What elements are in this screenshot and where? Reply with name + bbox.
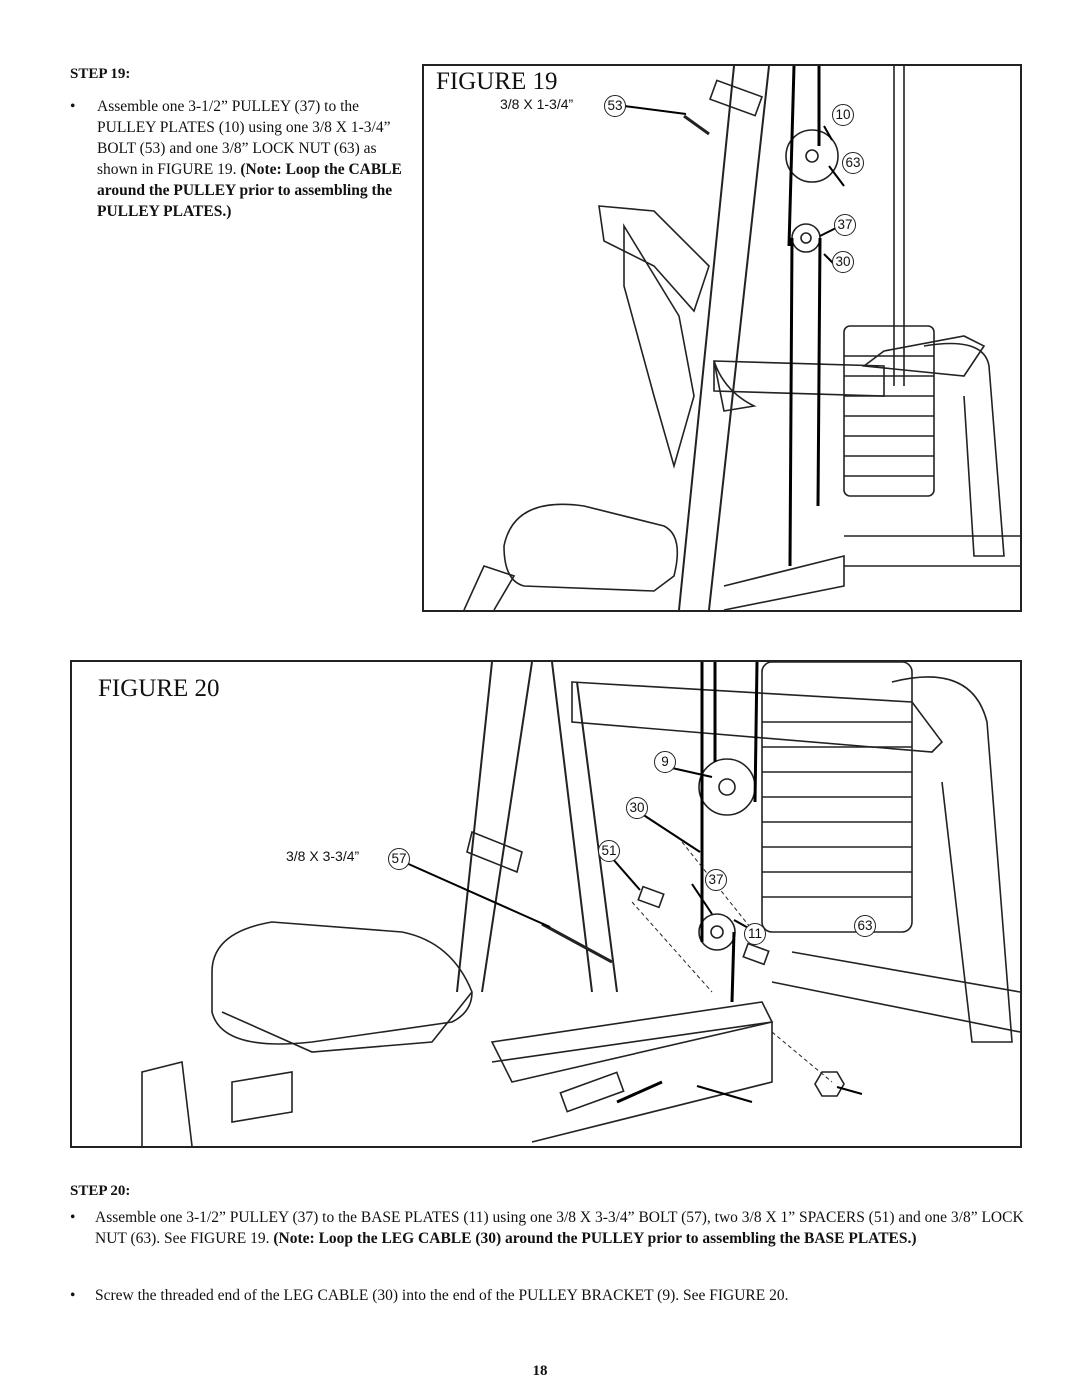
bullet-glyph: •: [70, 1209, 76, 1226]
figure-19-illustration: [463, 66, 1020, 610]
step-20-text: Assemble one 3-1/2” PULLEY (37) to the B…: [95, 1209, 1024, 1247]
callout-10: 10: [832, 104, 854, 126]
callout-9: 9: [654, 751, 676, 773]
bullet-glyph: •: [70, 1287, 76, 1304]
step-20-text-2: Screw the threaded end of the LEG CABLE …: [95, 1287, 789, 1304]
step-20-note: (Note: Loop the LEG CABLE (30) around th…: [273, 1230, 917, 1247]
callout-30: 30: [626, 797, 648, 819]
callout-53: 53: [604, 95, 626, 117]
callout-51: 51: [598, 840, 620, 862]
callout-37: 37: [834, 214, 856, 236]
figure-20-illustration: [141, 662, 1020, 1146]
figure-20-frame: FIGURE 20 3/8 X 3-3/4” 9 30 51 57 37 11 …: [70, 660, 1022, 1148]
step-20-heading: STEP 20:: [70, 1183, 131, 1199]
figure-19-frame: FIGURE 19 3/8 X 1-3/4” 53 10 63 37 30: [422, 64, 1022, 612]
callout-37: 37: [705, 869, 727, 891]
figure-20-title: FIGURE 20: [98, 675, 220, 702]
callout-30: 30: [832, 251, 854, 273]
step-19-instruction: • Assemble one 3-1/2” PULLEY (37) to the…: [70, 96, 410, 222]
step-19-note: (Note: Loop the CABLE around the PULLEY …: [97, 161, 402, 220]
figure-19-bolt-dimension: 3/8 X 1-3/4”: [500, 96, 574, 112]
callout-63: 63: [842, 152, 864, 174]
step-20-instruction-1: • Assemble one 3-1/2” PULLEY (37) to the…: [70, 1207, 1028, 1249]
figure-19-title: FIGURE 19: [436, 68, 558, 95]
callout-11: 11: [744, 923, 766, 945]
step-19-heading: STEP 19:: [70, 66, 131, 82]
step-19-text: Assemble one 3-1/2” PULLEY (37) to the P…: [97, 98, 391, 178]
step-20-instruction-2: • Screw the threaded end of the LEG CABL…: [70, 1285, 1028, 1306]
callout-63: 63: [854, 915, 876, 937]
page-number: 18: [532, 1363, 548, 1379]
figure-20-bolt-dimension: 3/8 X 3-3/4”: [286, 848, 360, 864]
callout-57: 57: [388, 848, 410, 870]
bullet-glyph: •: [70, 98, 76, 115]
